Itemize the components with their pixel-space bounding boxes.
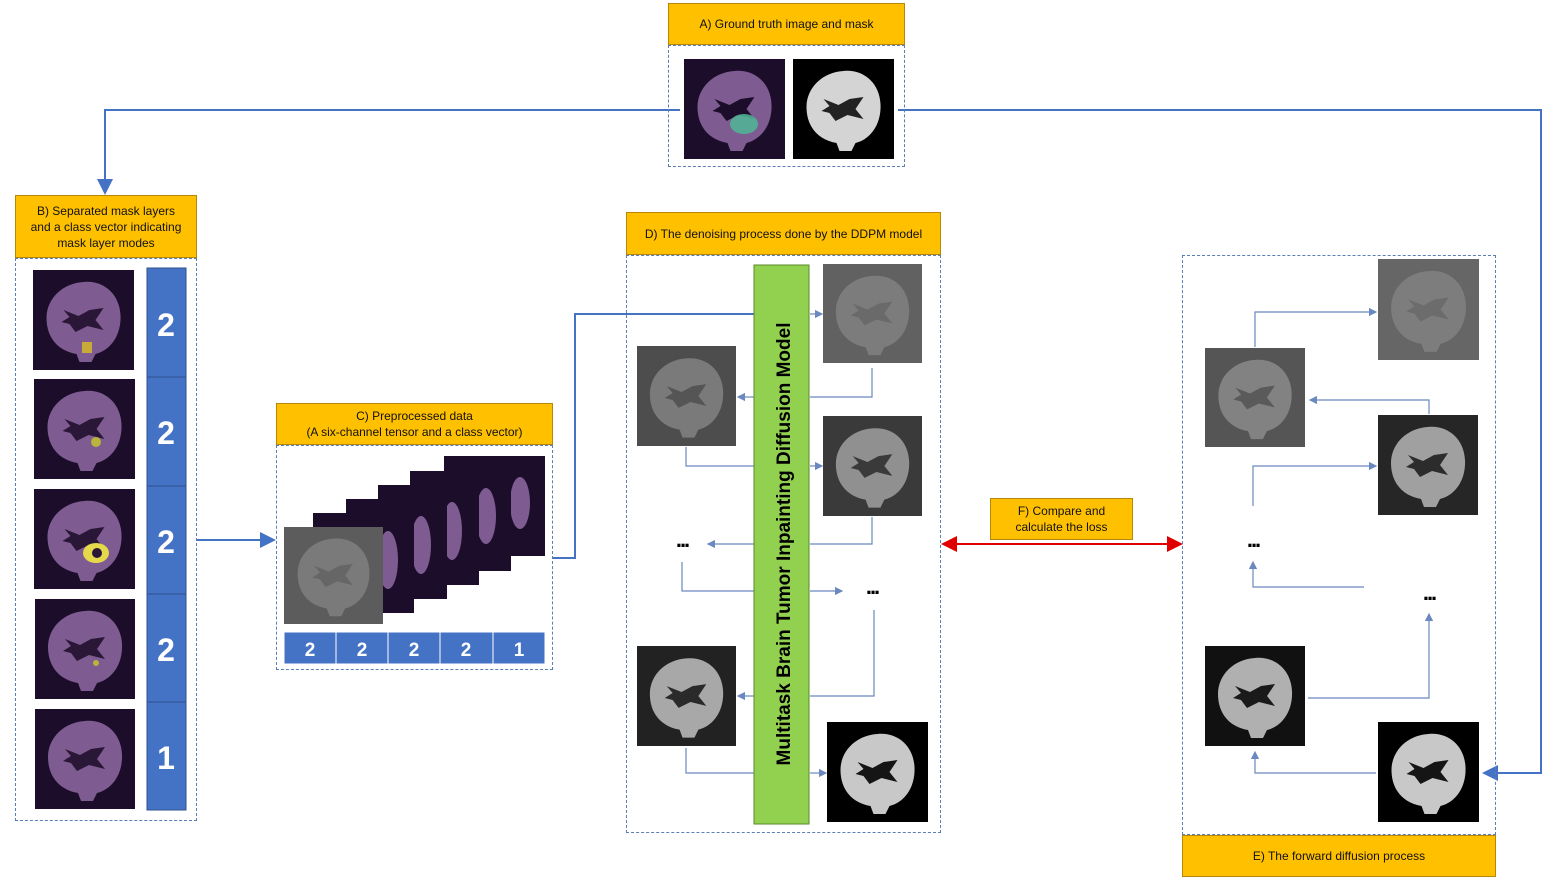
- mask-layer-1: [33, 270, 134, 370]
- class-c-2: 2: [357, 640, 368, 661]
- six-channel-tensor: [284, 456, 545, 624]
- diffusion-model-label: Multitask Brain Tumor Inpainting Diffusi…: [774, 323, 795, 766]
- arrow-c-to-model: [553, 313, 754, 559]
- panel-e-title: E) The forward diffusion process: [1182, 835, 1496, 877]
- panel-f-title: F) Compare and calculate the loss: [990, 498, 1133, 540]
- class-b-4: 2: [157, 632, 175, 668]
- denoise-image-3: [823, 416, 922, 516]
- ground-truth-mask: [793, 59, 894, 159]
- class-vector-c: 2 2 2 2 1: [283, 631, 546, 665]
- forward-image-1: [1378, 259, 1479, 360]
- class-b-2: 2: [157, 415, 175, 451]
- mask-layer-5: [35, 709, 135, 809]
- ground-truth-image: [684, 59, 785, 159]
- class-c-1: 2: [305, 640, 316, 661]
- panel-b-title: B) Separated mask layers and a class vec…: [15, 195, 197, 258]
- class-c-3: 2: [409, 640, 420, 661]
- panel-a-border: [668, 45, 905, 167]
- panel-b-title-line3: mask layer modes: [57, 235, 155, 250]
- panel-a-title-text: A) Ground truth image and mask: [699, 17, 874, 31]
- panel-b-title-line1: B) Separated mask layers: [36, 203, 176, 218]
- denoise-image-1: [823, 264, 922, 363]
- arrow-a-to-e: [898, 109, 1542, 781]
- denoise-ellipsis-2: ...: [866, 574, 879, 599]
- panel-d-title: D) The denoising process done by the DDP…: [626, 212, 941, 255]
- panel-f-title-line2: calculate the loss: [1015, 520, 1108, 534]
- panel-c-border: [276, 445, 553, 670]
- panel-c-title-line1: C) Preprocessed data: [356, 409, 473, 423]
- panel-b-border: [15, 258, 197, 821]
- denoise-image-5: [827, 722, 928, 822]
- denoise-ellipsis-1: ...: [676, 527, 689, 552]
- forward-image-3: [1378, 415, 1478, 515]
- panel-e-border: [1182, 255, 1496, 835]
- class-b-3: 2: [157, 524, 175, 560]
- mask-layer-2: [34, 379, 135, 479]
- class-b-5: 1: [157, 740, 175, 776]
- class-c-4: 2: [461, 640, 472, 661]
- forward-image-4: [1205, 646, 1305, 746]
- mask-layer-4: [35, 599, 135, 699]
- denoise-step-arrows: [681, 309, 875, 778]
- panel-e-title-text: E) The forward diffusion process: [1252, 849, 1426, 863]
- class-c-5: 1: [514, 640, 525, 661]
- panel-d-title-text: D) The denoising process done by the DDP…: [644, 226, 923, 241]
- mask-layer-3: [34, 489, 135, 589]
- class-vector-b: 2 2 2 2 1: [146, 267, 187, 811]
- panel-c-title-line2: (A six-channel tensor and a class vector…: [306, 425, 523, 439]
- panel-b-title-line2: and a class vector indicating: [30, 219, 182, 234]
- arrow-a-to-b: [97, 109, 680, 195]
- forward-image-5: [1378, 722, 1479, 822]
- panel-c-title: C) Preprocessed data (A six-channel tens…: [276, 403, 553, 445]
- denoise-image-2: [637, 346, 736, 446]
- forward-step-arrows: [1248, 307, 1434, 774]
- panel-a-title: A) Ground truth image and mask: [668, 3, 905, 45]
- panel-d-border: [626, 255, 941, 833]
- diffusion-model-block: [753, 264, 810, 825]
- panel-f-title-line1: F) Compare and: [1017, 504, 1106, 518]
- forward-image-2: [1205, 348, 1305, 447]
- denoise-image-4: [637, 646, 736, 746]
- forward-ellipsis-1: ...: [1247, 527, 1260, 552]
- class-b-1: 2: [157, 307, 175, 343]
- forward-ellipsis-2: ...: [1423, 580, 1436, 605]
